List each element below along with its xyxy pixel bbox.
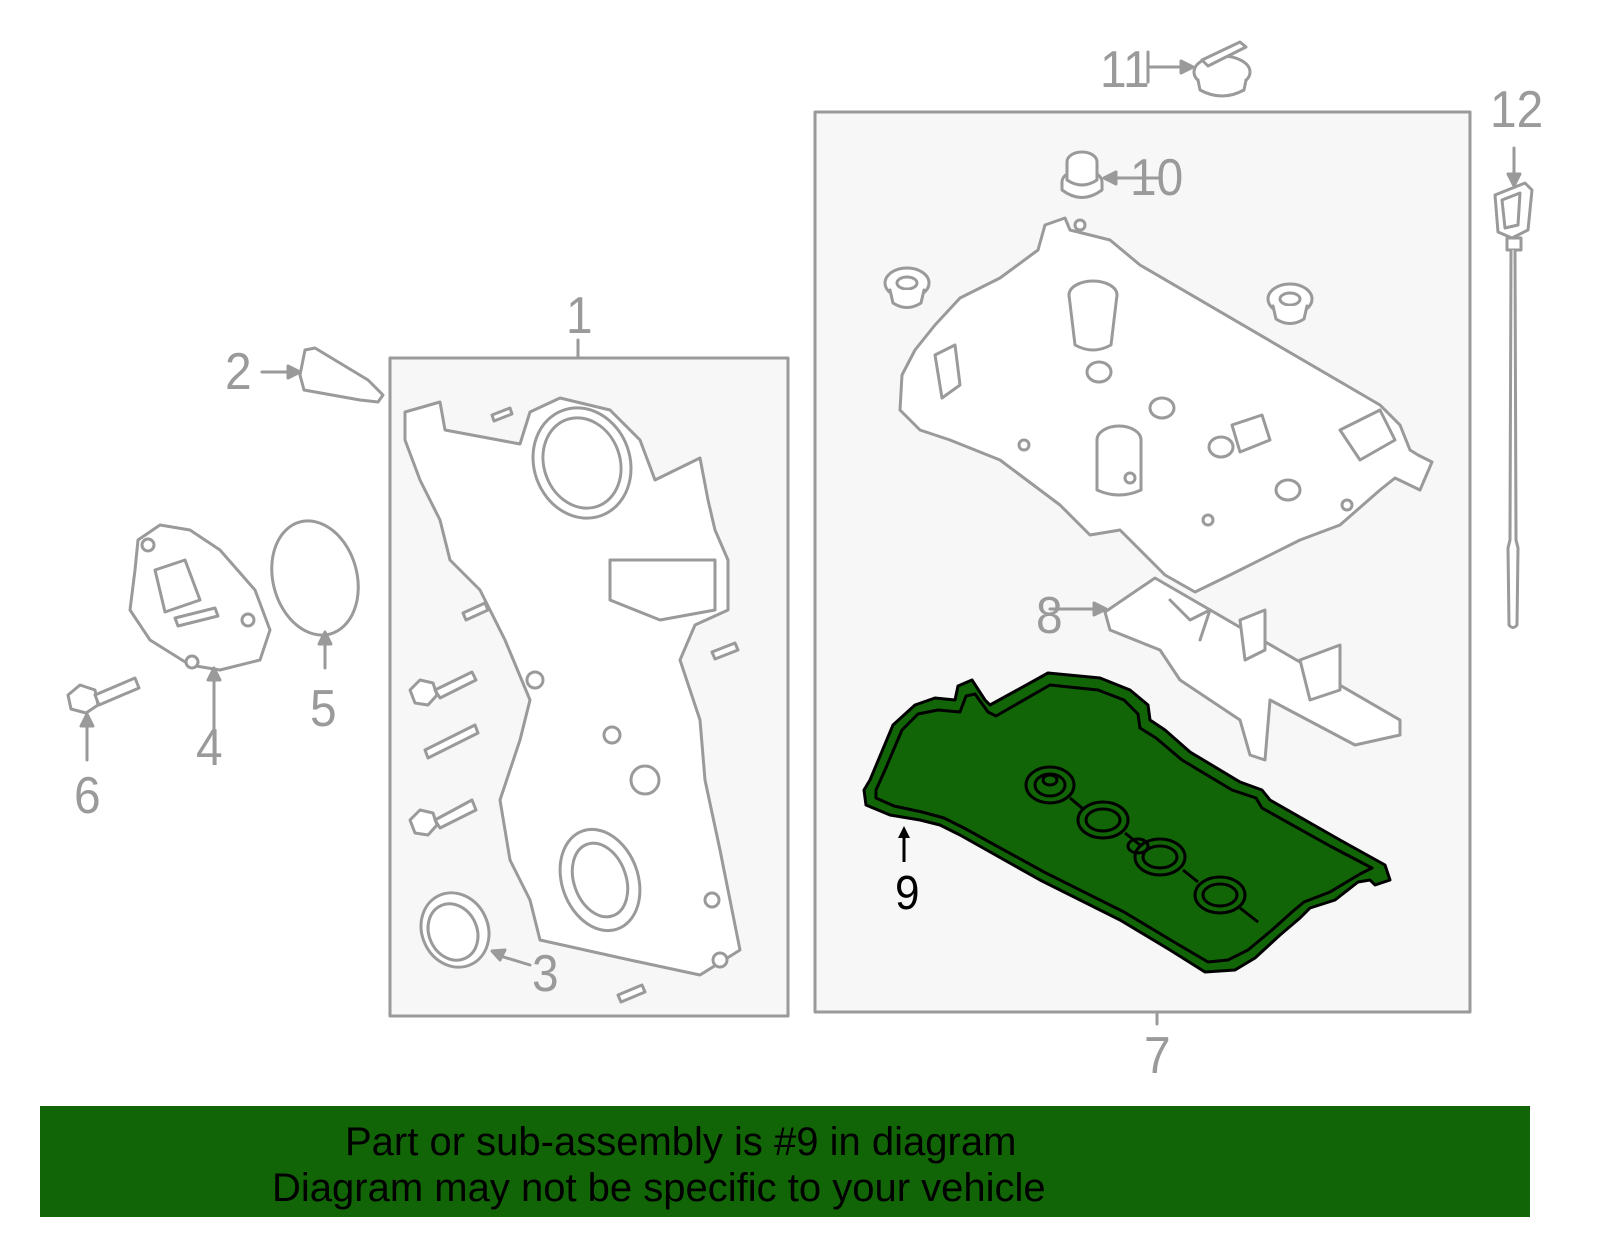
callout-3[interactable]: 3	[532, 945, 559, 1003]
banner-line-part-number: Part or sub-assembly is #9 in diagram	[345, 1120, 1017, 1164]
front-seal-illustration	[419, 891, 491, 969]
callout-11[interactable]: 11	[1100, 41, 1150, 99]
callout-12[interactable]: 12	[1490, 81, 1544, 139]
callout-1[interactable]: 1	[566, 287, 593, 345]
banner-line-disclaimer: Diagram may not be specific to your vehi…	[272, 1166, 1046, 1210]
grommet-small-illustration	[883, 266, 1314, 325]
timing-cover-illustration	[403, 396, 742, 977]
vacuum-pump-illustration	[128, 523, 272, 672]
callout-10[interactable]: 10	[1130, 149, 1184, 207]
bolt-illustration	[408, 406, 740, 1004]
callout-2[interactable]: 2	[225, 343, 252, 401]
o-ring-illustration	[270, 519, 360, 637]
dipstick-illustration	[1493, 181, 1534, 629]
valve-cover-gasket-illustration	[862, 671, 1392, 974]
plug-illustration	[298, 346, 385, 404]
baffle-illustration	[1103, 576, 1402, 762]
callout-5[interactable]: 5	[310, 680, 337, 738]
callout-9[interactable]: 9	[895, 867, 920, 920]
callout-8[interactable]: 8	[1036, 587, 1063, 645]
oil-filler-cap-illustration	[1192, 40, 1252, 98]
callout-7[interactable]: 7	[1144, 1027, 1171, 1085]
grommet-illustration	[1060, 150, 1104, 199]
callout-6[interactable]: 6	[74, 767, 101, 825]
valve-cover-illustration	[898, 216, 1434, 594]
callout-4[interactable]: 4	[196, 719, 223, 777]
info-banner: Part or sub-assembly is #9 in diagram Di…	[40, 1106, 1530, 1217]
bolt-6-illustration	[66, 676, 141, 715]
